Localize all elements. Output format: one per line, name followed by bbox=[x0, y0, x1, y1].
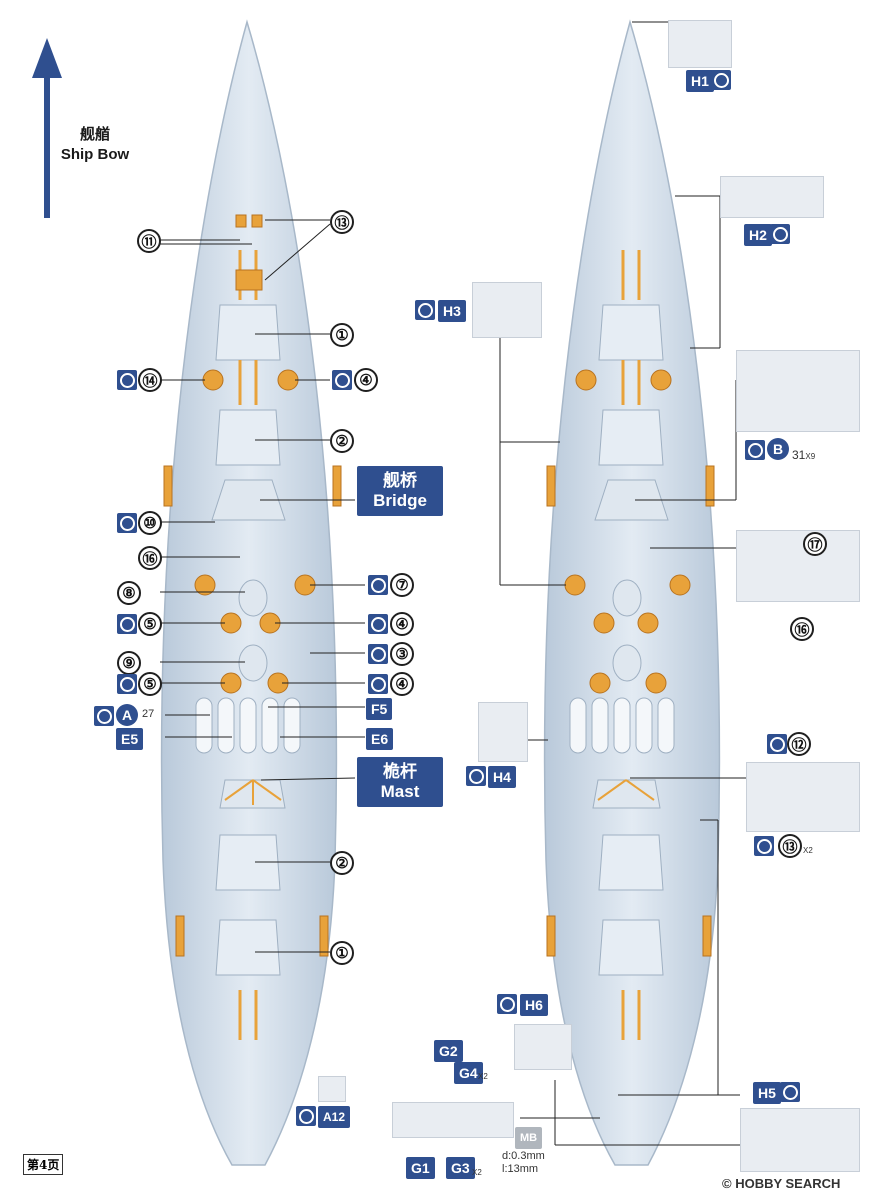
part-h6: H6 bbox=[520, 994, 548, 1016]
callout-16-left: ⑯ bbox=[138, 546, 162, 570]
part-chip-o-h3 bbox=[415, 300, 435, 320]
part-g2: G2 bbox=[434, 1040, 463, 1062]
callout-5-a: ⑤ bbox=[138, 612, 162, 636]
part-chip-o-13 bbox=[754, 836, 774, 856]
part-h3: H3 bbox=[438, 300, 466, 322]
part-g4: G4 bbox=[454, 1062, 483, 1084]
part-g1: G1 bbox=[406, 1157, 435, 1179]
part-chip-o-5a bbox=[117, 614, 137, 634]
callout-3: ③ bbox=[390, 642, 414, 666]
part-b-count: 31X9 bbox=[792, 448, 815, 462]
callout-13-right: ⑬ bbox=[778, 834, 802, 858]
part-chip-o-h5 bbox=[780, 1082, 800, 1102]
part-g3: G3 bbox=[446, 1157, 475, 1179]
part-chip-o-14 bbox=[117, 370, 137, 390]
callout-17: ⑰ bbox=[803, 532, 827, 556]
inset-12-13 bbox=[746, 762, 860, 832]
part-h2: H2 bbox=[744, 224, 772, 246]
part-chip-o-h1 bbox=[711, 70, 731, 90]
part-h1: H1 bbox=[686, 70, 714, 92]
part-chip-o-3 bbox=[368, 644, 388, 664]
callout-4-c: ④ bbox=[390, 672, 414, 696]
part-f5: F5 bbox=[366, 698, 393, 720]
part-chip-o-10 bbox=[117, 513, 137, 533]
part-e6: E6 bbox=[366, 728, 394, 750]
inset-h1 bbox=[668, 20, 732, 68]
part-chip-o-a12 bbox=[296, 1106, 316, 1126]
callout-9: ⑨ bbox=[117, 651, 141, 675]
part-chip-o-h6 bbox=[497, 994, 517, 1014]
part-b-count-num: 31 bbox=[792, 448, 806, 462]
bow-arrow-icon bbox=[32, 38, 62, 218]
mast-label: 桅杆 Mast bbox=[357, 757, 443, 807]
part-h5: H5 bbox=[753, 1082, 781, 1104]
callout-10: ⑩ bbox=[138, 511, 162, 535]
bow-label-cn: 舰艏 bbox=[79, 126, 110, 143]
callout-7: ⑦ bbox=[390, 573, 414, 597]
bridge-label-en: Bridge bbox=[373, 491, 427, 510]
part-g3-mult: X2 bbox=[472, 1168, 482, 1177]
callout-14: ⑭ bbox=[138, 368, 162, 392]
mast-label-en: Mast bbox=[380, 782, 420, 801]
brass-length: l:13mm bbox=[502, 1163, 539, 1175]
page-number: 第4页 bbox=[23, 1154, 64, 1175]
part-chip-o-h4 bbox=[466, 766, 486, 786]
part-a12: A12 bbox=[318, 1106, 351, 1128]
part-chip-o-7 bbox=[368, 575, 388, 595]
bridge-label: 舰桥 Bridge bbox=[357, 466, 443, 516]
inset-h3 bbox=[472, 282, 542, 338]
part-chip-o-a bbox=[94, 706, 114, 726]
callout-11: ⑪ bbox=[137, 229, 161, 253]
part-chip-o-h2 bbox=[770, 224, 790, 244]
inset-b bbox=[736, 350, 860, 432]
part-chip-o-5b bbox=[117, 674, 137, 694]
part-e5: E5 bbox=[116, 728, 144, 750]
callout-4-b: ④ bbox=[390, 612, 414, 636]
mast-label-cn: 桅杆 bbox=[383, 762, 417, 781]
inset-g-parts bbox=[392, 1102, 514, 1138]
inset-h4 bbox=[478, 702, 528, 762]
part-a-count: 27 bbox=[142, 708, 155, 720]
brass-tag: MB bbox=[515, 1127, 543, 1149]
part-chip-o-12 bbox=[767, 734, 787, 754]
bow-label-en: Ship Bow bbox=[60, 146, 130, 163]
part-b-mult: X9 bbox=[805, 452, 816, 461]
callout-13-mult: X2 bbox=[803, 846, 813, 855]
callout-2-bottom: ② bbox=[330, 851, 354, 875]
callout-8: ⑧ bbox=[117, 581, 141, 605]
inset-h2 bbox=[720, 176, 824, 218]
callout-1-bottom: ① bbox=[330, 941, 354, 965]
inset-h5 bbox=[740, 1108, 860, 1172]
part-chip-o-b bbox=[745, 440, 765, 460]
callout-1-top: ① bbox=[330, 323, 354, 347]
part-h4: H4 bbox=[488, 766, 516, 788]
part-chip-o-4c bbox=[368, 674, 388, 694]
inset-h6 bbox=[514, 1024, 572, 1070]
callout-2-top: ② bbox=[330, 429, 354, 453]
callout-12: ⑫ bbox=[787, 732, 811, 756]
inset-a12 bbox=[318, 1076, 346, 1102]
callout-16-right: ⑯ bbox=[790, 617, 814, 641]
part-badge-b: B bbox=[767, 438, 789, 460]
callout-5-b: ⑤ bbox=[138, 672, 162, 696]
callout-4-a: ④ bbox=[354, 368, 378, 392]
brass-diameter: d:0.3mm bbox=[502, 1150, 545, 1162]
bow-label: 舰艏 Ship Bow bbox=[50, 125, 140, 165]
part-chip-o-4a bbox=[332, 370, 352, 390]
part-badge-a: A bbox=[116, 704, 138, 726]
watermark: © HOBBY SEARCH bbox=[722, 1176, 841, 1191]
part-chip-o-4b bbox=[368, 614, 388, 634]
bridge-label-cn: 舰桥 bbox=[383, 471, 417, 490]
inset-17-16 bbox=[736, 530, 860, 602]
part-g4-mult: X2 bbox=[478, 1072, 488, 1081]
callout-13-top: ⑬ bbox=[330, 210, 354, 234]
